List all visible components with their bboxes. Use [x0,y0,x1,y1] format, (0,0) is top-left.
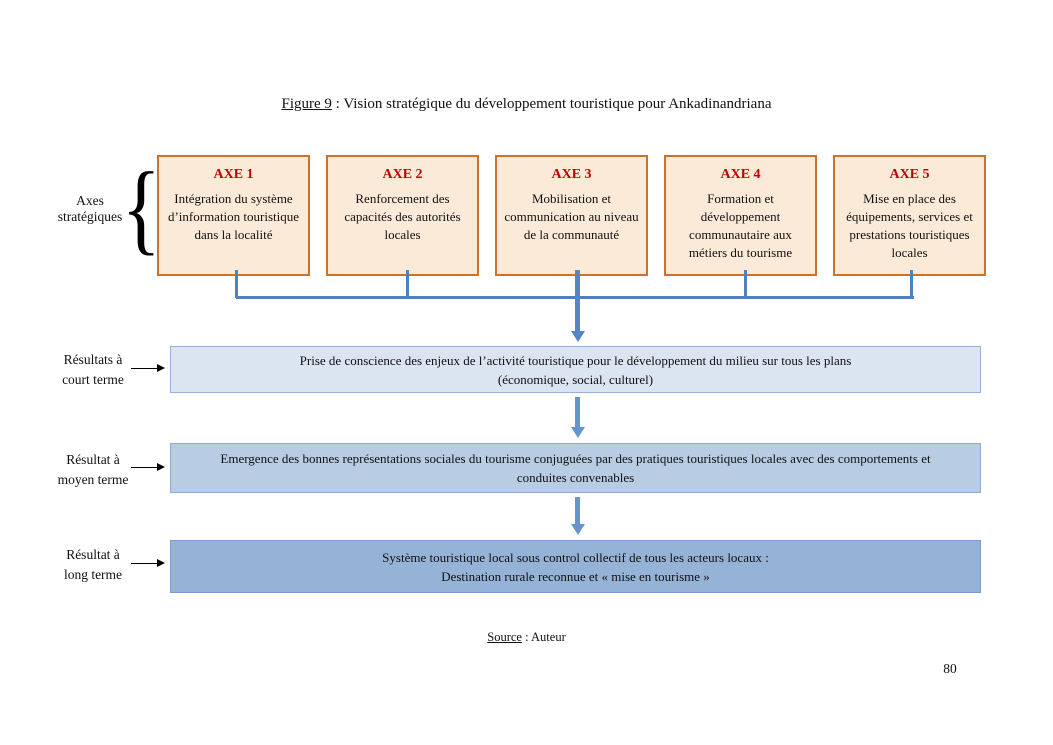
axe-2-body: Renforcement des capacités des autorités… [344,191,461,242]
connector-stub-4 [744,270,747,298]
source-label: Source [487,630,522,644]
axes-row: AXE 1 Intégration du système d’informati… [157,155,986,276]
result-3-label-line1: Résultat à [66,547,120,562]
axe-5-body: Mise en place des équipements, services … [846,191,973,260]
axe-box-1: AXE 1 Intégration du système d’informati… [157,155,310,276]
result-label-long-terme: Résultat à long terme [28,545,158,585]
axe-box-4: AXE 4 Formation et développement communa… [664,155,817,276]
result-2-text-line2: conduites convenables [516,470,635,485]
axe-box-3: AXE 3 Mobilisation et communication au n… [495,155,648,276]
page-number: 80 [943,661,957,676]
result-box-long-terme: Système touristique local sous control c… [170,540,981,593]
result-box-moyen-terme: Emergence des bonnes représentations soc… [170,443,981,493]
axe-3-body: Mobilisation et communication au niveau … [504,191,639,242]
axe-1-body: Intégration du système d’information tou… [167,191,300,242]
axe-box-2: AXE 2 Renforcement des capacités des aut… [326,155,479,276]
connector-stub-5 [910,270,913,298]
flow-arrow-2-shaft [575,497,580,524]
axe-4-heading: AXE 4 [720,167,761,182]
result-2-text-line1: Emergence des bonnes représentations soc… [220,451,931,466]
main-down-arrow-icon [571,331,585,342]
connector-stub-2 [406,270,409,298]
axe-3-heading: AXE 3 [551,167,592,182]
axes-label-line1: Axes [76,193,104,208]
axes-label-line2: stratégiques [57,209,123,224]
right-arrow-icon-3 [131,559,165,567]
result-1-text-line2: (économique, social, culturel) [497,371,654,387]
flow-arrow-2-icon [571,524,585,535]
connector-stub-1 [235,270,238,298]
result-3-text-line1: Système touristique local sous control c… [382,549,769,565]
axe-2-heading: AXE 2 [382,167,423,182]
result-3-text-line2: Destination rurale reconnue et « mise en… [441,568,710,584]
axe-box-5: AXE 5 Mise en place des équipements, ser… [833,155,986,276]
axes-strategiques-label: Axes stratégiques [28,193,152,225]
main-down-arrow-shaft [575,270,580,331]
result-1-text-line1: Prise de conscience des enjeux de l’acti… [299,352,852,368]
figure-title: Figure 9 : Vision stratégique du dévelop… [0,96,1053,113]
result-2-label-line2: moyen terme [57,472,129,487]
source-text: : Auteur [521,630,566,644]
flow-arrow-1-icon [571,427,585,438]
axe-4-body: Formation et développement communautaire… [688,191,793,260]
result-label-court-terme: Résultats à court terme [28,350,158,390]
axe-5-heading: AXE 5 [889,167,930,182]
figure-title-text: : Vision stratégique du développement to… [331,96,772,112]
curly-brace-icon: { [121,152,161,265]
axe-1-heading: AXE 1 [213,167,254,182]
result-box-court-terme: Prise de conscience des enjeux de l’acti… [170,346,981,393]
result-label-moyen-terme: Résultat à moyen terme [28,450,158,490]
result-1-label-line2: court terme [62,372,124,387]
right-arrow-icon-2 [131,463,165,471]
source-line: Source : Auteur [0,630,1053,645]
right-arrow-icon-1 [131,364,165,372]
result-3-label-line2: long terme [63,567,123,582]
figure-number: Figure 9 [281,96,332,112]
flow-arrow-1-shaft [575,397,580,427]
result-1-label-line1: Résultats à [63,352,123,367]
result-2-label-line1: Résultat à [66,452,120,467]
